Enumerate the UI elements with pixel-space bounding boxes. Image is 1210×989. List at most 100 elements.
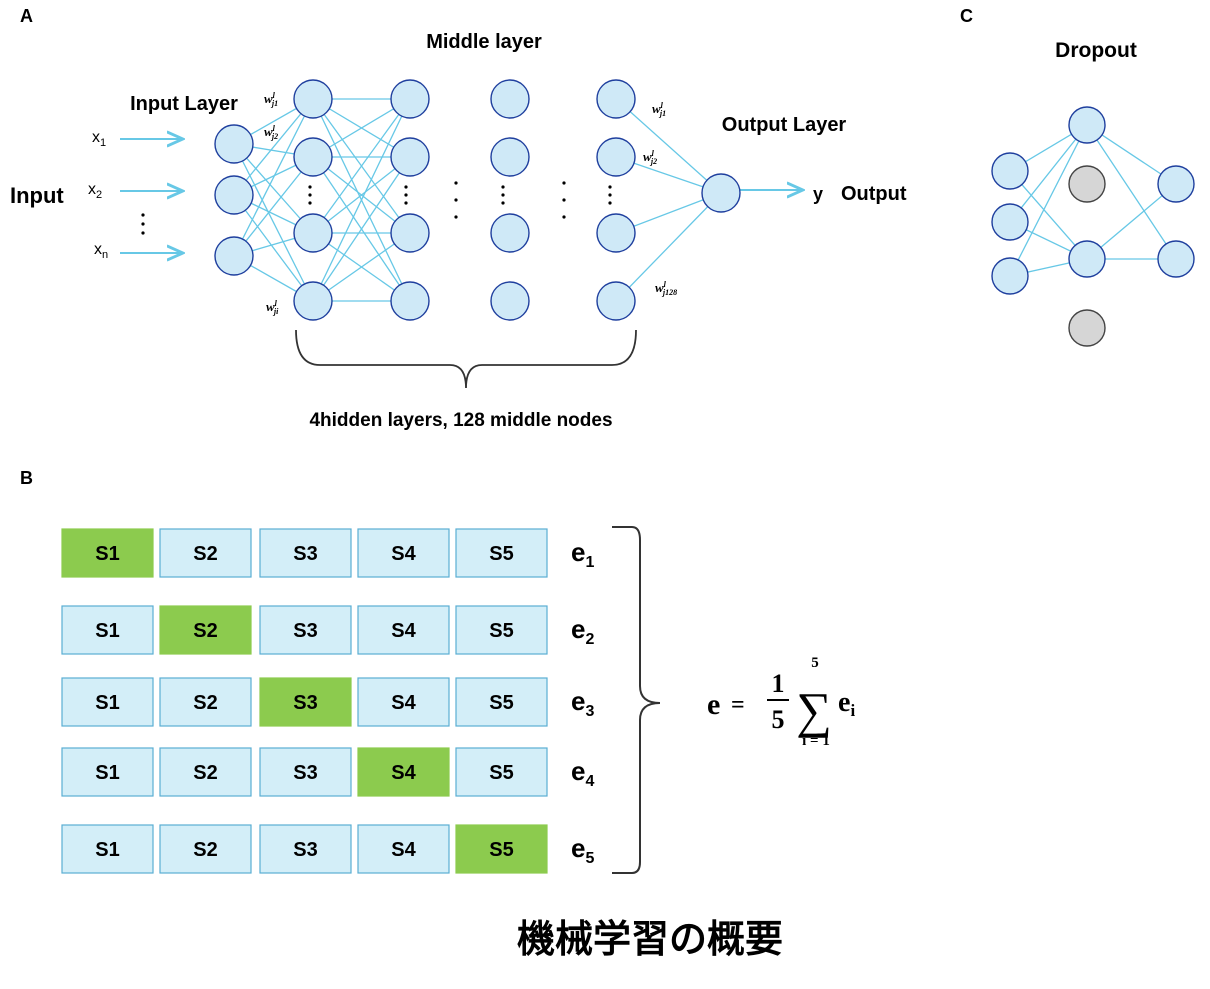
subset-label: S5 <box>489 543 513 565</box>
formula-term: ei <box>838 687 855 720</box>
hidden-node <box>293 281 333 321</box>
formula-denominator: 5 <box>772 705 785 734</box>
output-node <box>701 173 741 213</box>
caption: 機械学習の概要 <box>516 917 783 961</box>
hidden-node <box>490 213 530 253</box>
connection-edge <box>1009 170 1088 260</box>
panel-c-letter: C <box>960 6 973 26</box>
connection-edge <box>1086 124 1177 260</box>
train-subset-cell <box>159 747 252 797</box>
connection-edge <box>233 143 314 234</box>
subset-label: S4 <box>391 543 416 565</box>
connection-edge <box>312 98 411 234</box>
formula-numerator: 1 <box>772 669 785 698</box>
connection-edge <box>233 98 314 196</box>
subset-label: S1 <box>95 543 119 565</box>
subset-label: S3 <box>293 839 317 861</box>
dropout-dropped-node <box>1068 309 1106 347</box>
fold-error-label: e5 <box>571 833 594 867</box>
train-subset-cell <box>259 605 352 655</box>
input-x1: x1 <box>92 129 106 149</box>
subset-label: S2 <box>193 762 217 784</box>
dropout-input-node <box>991 203 1029 241</box>
output-label: Output <box>841 183 907 205</box>
train-subset-cell <box>159 824 252 874</box>
train-subset-cell <box>455 605 548 655</box>
input-label: Input <box>10 183 64 208</box>
middle-layer-label: Middle layer <box>426 31 542 53</box>
train-subset-cell <box>357 677 450 727</box>
hidden-node <box>390 213 430 253</box>
input-layer-label: Input Layer <box>130 93 238 115</box>
connection-edge <box>233 98 314 257</box>
panel-c: C Dropout <box>960 6 1195 347</box>
formula-equals: = <box>731 692 745 718</box>
test-subset-cell <box>455 824 548 874</box>
dropout-active-node <box>1068 106 1106 144</box>
edges <box>233 98 722 302</box>
connection-edge <box>312 156 411 234</box>
output-y: y <box>813 184 823 204</box>
subset-label: S3 <box>293 620 317 642</box>
subset-label: S2 <box>193 620 217 642</box>
hidden-node <box>390 79 430 119</box>
train-subset-cell <box>455 747 548 797</box>
dropout-output-node <box>1157 240 1195 278</box>
summation-lower: i = 1 <box>802 733 830 749</box>
input-node <box>214 124 254 164</box>
subset-label: S4 <box>391 620 416 642</box>
connection-edge <box>233 194 314 302</box>
subset-label: S1 <box>95 762 119 784</box>
train-subset-cell <box>61 677 154 727</box>
subset-label: S5 <box>489 692 513 714</box>
test-subset-cell <box>259 677 352 727</box>
brace-label: 4hidden layers, 128 middle nodes <box>309 410 612 431</box>
train-subset-cell <box>259 747 352 797</box>
hidden-node <box>596 213 636 253</box>
hidden-node <box>390 281 430 321</box>
subset-label: S2 <box>193 839 217 861</box>
train-subset-cell <box>455 677 548 727</box>
connection-edge <box>312 232 411 302</box>
connection-edge <box>233 156 314 257</box>
test-subset-cell <box>61 528 154 578</box>
dropout-nodes <box>991 106 1195 347</box>
folds-brace <box>612 526 661 874</box>
ellipsis-marks <box>141 181 612 235</box>
fold-error-label: e1 <box>571 537 594 571</box>
connection-edge <box>312 156 411 302</box>
hidden-node <box>596 79 636 119</box>
subset-label: S3 <box>293 762 317 784</box>
train-subset-cell <box>357 605 450 655</box>
input-xn: xn <box>94 241 108 261</box>
test-subset-cell <box>357 747 450 797</box>
hidden-layers-brace <box>295 329 637 389</box>
train-subset-cell <box>357 528 450 578</box>
formula-lhs: e <box>707 688 720 721</box>
test-subset-cell <box>159 605 252 655</box>
hidden-node <box>390 137 430 177</box>
train-subset-cell <box>61 747 154 797</box>
dropout-input-node <box>991 257 1029 295</box>
subset-label: S4 <box>391 762 416 784</box>
dropout-dropped-node <box>1068 165 1106 203</box>
subset-label: S5 <box>489 620 513 642</box>
hidden-node <box>490 137 530 177</box>
train-subset-cell <box>61 824 154 874</box>
fold-error-label: e3 <box>571 686 594 720</box>
hidden-node <box>596 281 636 321</box>
subset-label: S4 <box>391 692 416 714</box>
train-subset-cell <box>455 528 548 578</box>
